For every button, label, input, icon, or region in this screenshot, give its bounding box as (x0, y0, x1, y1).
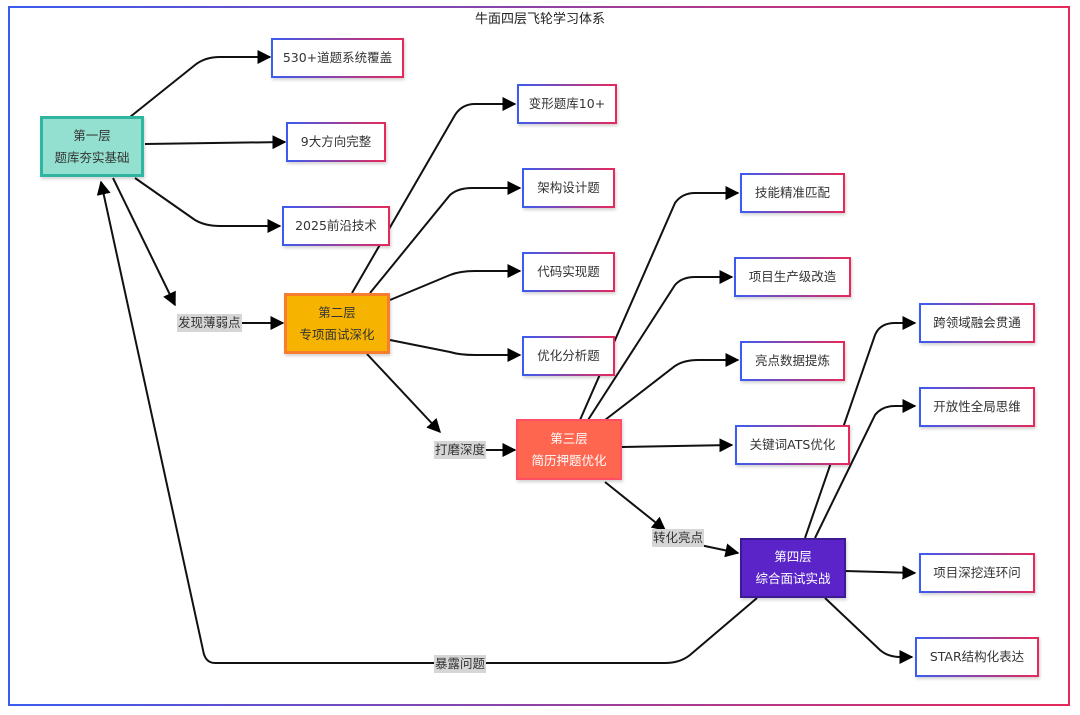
edge-l4-c1 (804, 316, 917, 539)
edge-label-convert-highlights: 转化亮点 (652, 529, 705, 547)
layer4-node[interactable]: 第四层 综合面试实战 (740, 538, 846, 598)
layer1-node[interactable]: 第一层 题库夯实基础 (40, 116, 144, 177)
edge-l1-c3 (134, 177, 282, 233)
layer1-label-line1: 第一层 (73, 127, 111, 143)
layer3-node[interactable]: 第三层 简历押题优化 (516, 419, 622, 480)
edge-label-find-weakness: 发现薄弱点 (177, 314, 242, 332)
leaf-label: 跨领域融会贯通 (933, 315, 1021, 330)
edge-l4-c2 (814, 399, 917, 539)
edge-l4-c4 (824, 597, 914, 664)
edge-l1-c2 (144, 135, 287, 150)
layer1-label-line2: 题库夯实基础 (54, 149, 130, 165)
layer4-label-line1: 第四层 (774, 549, 812, 564)
edge-l3-c1 (579, 186, 740, 421)
leaf-label: 架构设计题 (537, 180, 600, 195)
edge-l2-c2 (369, 181, 522, 294)
leaf-label: 代码实现题 (537, 264, 600, 279)
leaf-label: 项目深挖连环问 (933, 565, 1021, 580)
leaf-2025-frontier[interactable]: 2025前沿技术 (282, 206, 390, 246)
leaf-variant-bank[interactable]: 变形题库10+ (517, 84, 617, 124)
leaf-production-project[interactable]: 项目生产级改造 (734, 257, 851, 297)
edge-l3-c2 (587, 270, 734, 421)
layer2-node[interactable]: 第二层 专项面试深化 (284, 293, 390, 354)
leaf-highlight-data[interactable]: 亮点数据提炼 (740, 341, 845, 381)
leaf-label: 项目生产级改造 (748, 269, 837, 284)
leaf-optimization[interactable]: 优化分析题 (522, 336, 615, 376)
leaf-architecture[interactable]: 架构设计题 (522, 168, 615, 208)
leaf-skill-match[interactable]: 技能精准匹配 (740, 173, 845, 213)
layer2-label-line2: 专项面试深化 (299, 326, 375, 342)
leaf-cross-domain[interactable]: 跨领域融会贯通 (919, 303, 1035, 343)
leaf-label: 530+道题系统覆盖 (282, 50, 393, 65)
leaf-label: 9大方向完整 (300, 134, 372, 149)
layer3-label-line2: 简历押题优化 (531, 452, 607, 468)
layer3-label-line1: 第三层 (550, 430, 588, 446)
edge-l2-c4 (389, 339, 522, 362)
edge-label-polish-depth: 打磨深度 (434, 441, 487, 459)
leaf-label: 开放性全局思维 (933, 399, 1021, 414)
leaf-530-questions[interactable]: 530+道题系统覆盖 (271, 38, 404, 78)
edge-l2-c3 (389, 264, 522, 301)
leaf-label: 优化分析题 (537, 348, 600, 363)
layer4-label-line2: 综合面试实战 (755, 571, 831, 586)
leaf-label: 关键词ATS优化 (749, 437, 836, 452)
leaf-label: STAR结构化表达 (929, 649, 1025, 664)
edge-l3-l4-line (604, 481, 667, 531)
leaf-project-deep-dive[interactable]: 项目深挖连环问 (919, 553, 1035, 593)
layer2-label-line1: 第二层 (318, 304, 356, 320)
edge-l3-l4-arrow (699, 543, 740, 558)
leaf-label: 亮点数据提炼 (754, 353, 830, 368)
edge-l3-c3 (604, 353, 740, 421)
diagram-title: 牛面四层飞轮学习体系 (474, 12, 605, 27)
edge-l4-c3 (844, 565, 917, 580)
leaf-star-expression[interactable]: STAR结构化表达 (915, 637, 1039, 677)
leaf-ats-keywords[interactable]: 关键词ATS优化 (735, 425, 850, 465)
edge-l1-l2-line (112, 177, 176, 307)
edge-l3-c4 (621, 438, 734, 453)
leaf-label: 变形题库10+ (528, 96, 606, 111)
leaf-code-impl[interactable]: 代码实现题 (522, 252, 615, 292)
leaf-open-thinking[interactable]: 开放性全局思维 (919, 387, 1035, 427)
leaf-label: 技能精准匹配 (754, 185, 830, 200)
edge-label-expose-problems: 暴露问题 (434, 655, 487, 673)
edge-l2-l3-line (366, 353, 441, 434)
edge-l2-c1 (351, 97, 517, 294)
edge-l1-c1 (129, 50, 272, 118)
leaf-label: 2025前沿技术 (295, 218, 377, 233)
edge-l4-l1 (96, 180, 758, 664)
leaf-9-directions[interactable]: 9大方向完整 (286, 122, 386, 162)
